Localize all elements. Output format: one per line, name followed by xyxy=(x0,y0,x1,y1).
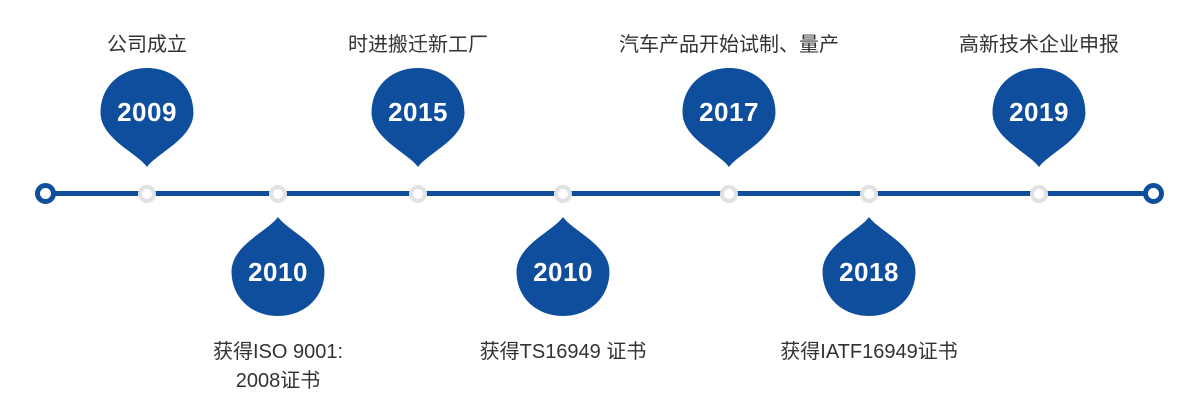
balloon-teardrop-icon xyxy=(100,68,194,167)
year-balloon: 2018 xyxy=(818,217,920,318)
year-balloon: 2017 xyxy=(678,66,780,167)
milestone-title: 时进搬迁新工厂 xyxy=(348,34,488,56)
milestone-year: 2010 xyxy=(248,256,308,287)
milestone-title: 公司成立 xyxy=(107,34,187,56)
milestone-year: 2019 xyxy=(1009,96,1069,127)
year-balloon: 2010 xyxy=(512,217,614,318)
timeline-node xyxy=(860,185,878,203)
year-balloon: 2015 xyxy=(367,66,469,167)
milestone-title: 获得TS16949 证书 xyxy=(479,341,647,363)
milestone-year: 2015 xyxy=(388,96,448,127)
milestone-year: 2018 xyxy=(839,256,899,287)
balloon-teardrop-icon xyxy=(992,68,1086,167)
milestone-year: 2010 xyxy=(533,256,593,287)
timeline-end-ring xyxy=(1143,183,1164,204)
balloon-teardrop-icon xyxy=(822,217,916,316)
milestone-title-line: 2008证书 xyxy=(235,370,321,392)
milestone-year: 2009 xyxy=(117,96,177,127)
balloon-teardrop-icon xyxy=(231,217,325,316)
milestone-title: 高新技术企业申报 xyxy=(959,34,1119,56)
timeline-node xyxy=(720,185,738,203)
timeline-node xyxy=(269,185,287,203)
balloon-teardrop-icon xyxy=(516,217,610,316)
milestone-title: 获得ISO 9001: 2008证书 xyxy=(213,338,343,396)
timeline-node xyxy=(1030,185,1048,203)
timeline-node xyxy=(138,185,156,203)
milestone-title: 获得IATF16949证书 xyxy=(780,341,958,363)
milestone-title-line: 获得ISO 9001: xyxy=(212,341,344,363)
year-balloon: 2009 xyxy=(96,66,198,167)
balloon-teardrop-icon xyxy=(371,68,465,167)
year-balloon: 2010 xyxy=(227,217,329,318)
year-balloon: 2019 xyxy=(988,66,1090,167)
timeline-node xyxy=(554,185,572,203)
milestone-title: 汽车产品开始试制、量产 xyxy=(619,34,839,56)
timeline-axis-line xyxy=(45,191,1153,196)
balloon-teardrop-icon xyxy=(682,68,776,167)
timeline-start-ring xyxy=(35,183,56,204)
milestone-year: 2017 xyxy=(699,96,759,127)
timeline-node xyxy=(409,185,427,203)
